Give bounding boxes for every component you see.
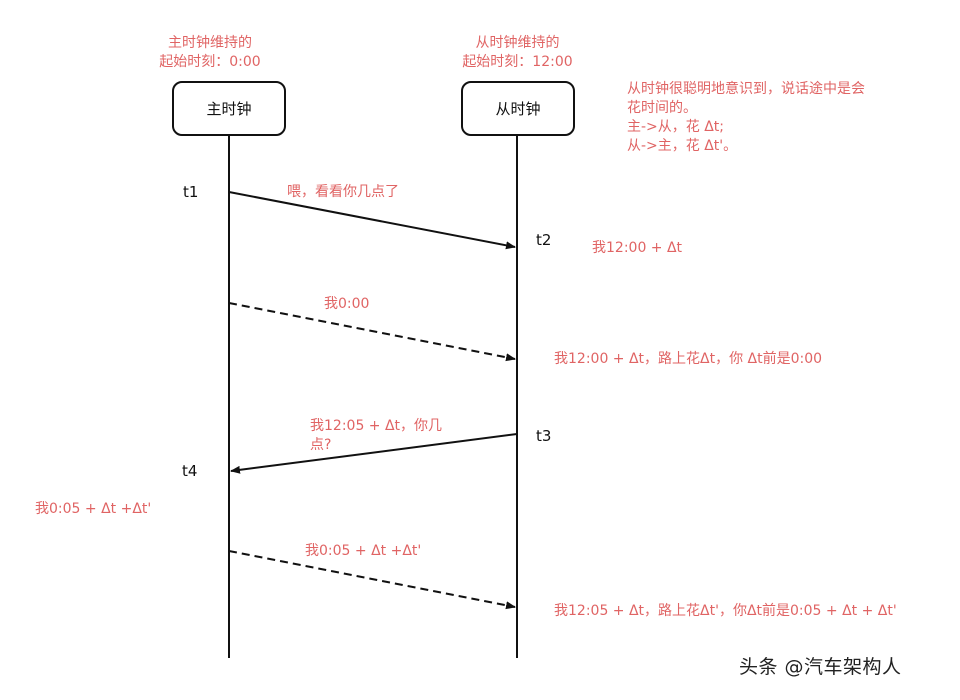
time-label-t3: t3 [536,427,552,445]
explanation-line4: 从->主，花 Δt'。 [627,138,738,154]
master-note-line2: 起始时刻：0:00 [159,54,261,70]
message-3-arrow [230,433,518,474]
message-4-arrow [228,550,516,610]
explanation-line3: 主->从，花 Δt; [627,119,725,135]
slave-note-line2: 起始时刻：12:00 [462,54,573,70]
message-3-label-line1: 我12:05 + Δt，你几 [310,418,443,434]
master-clock-label: 主时钟 [206,100,252,118]
master-clock-box: 主时钟 [172,81,286,136]
explanation-line1: 从时钟很聪明地意识到，说话途中是会 [627,81,865,97]
explanation-note: 从时钟很聪明地意识到，说话途中是会 花时间的。 主->从，花 Δt; 从->主，… [627,80,865,156]
time-label-t1: t1 [183,183,199,201]
explanation-line2: 花时间的。 [627,100,697,116]
message-2-label: 我0:00 [324,296,370,312]
slave-clock-box: 从时钟 [461,81,575,136]
master-t4-annotation: 我0:05 + Δt +Δt' [35,501,152,517]
message-2-arrow [228,302,516,362]
slave-t2-annotation: 我12:00 + Δt [592,240,683,256]
master-start-note: 主时钟维持的 起始时刻：0:00 [130,34,290,72]
slave-after-message-2-annotation: 我12:00 + Δt，路上花Δt，你 Δt前是0:00 [554,351,823,367]
time-label-t2: t2 [536,231,552,249]
watermark: 头条 @汽车架构人 [739,656,902,678]
slave-clock-label: 从时钟 [495,100,541,118]
time-label-t4: t4 [182,462,198,480]
message-3-label: 我12:05 + Δt，你几 点? [310,417,442,455]
message-1-label: 喂，看看你几点了 [287,184,399,200]
message-3-label-line2: 点? [310,437,332,453]
slave-after-message-4-annotation: 我12:05 + Δt，路上花Δt'，你Δt前是0:05 + Δt + Δt' [554,603,897,619]
slave-start-note: 从时钟维持的 起始时刻：12:00 [430,34,605,72]
slave-note-line1: 从时钟维持的 [475,35,560,51]
message-4-label: 我0:05 + Δt +Δt' [305,543,422,559]
message-1-arrow [228,191,516,250]
master-note-line1: 主时钟维持的 [168,35,252,51]
